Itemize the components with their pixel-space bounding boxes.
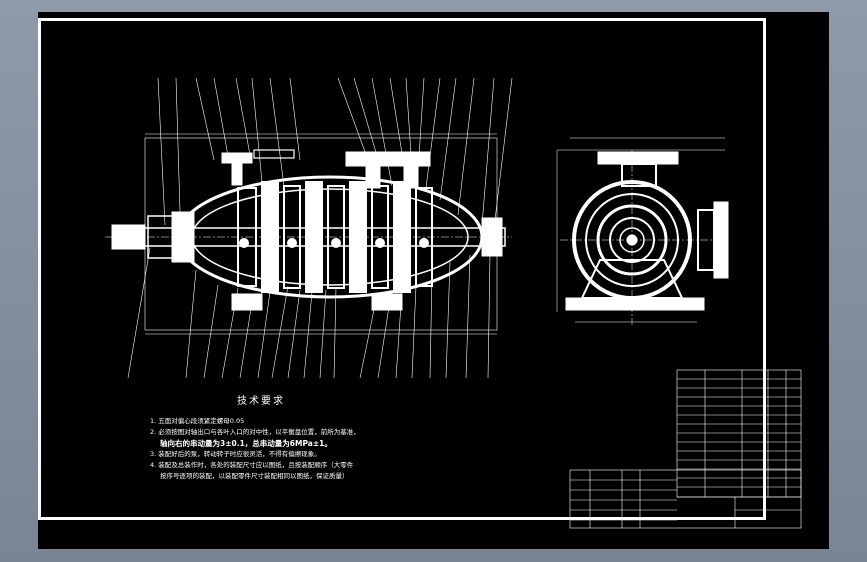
part-leader-lines <box>127 77 513 379</box>
requirement-item: 轴向右的串动量为3±0.1，总串动量为6MPa±1。 <box>160 439 332 448</box>
requirement-item: 4. 装配及总装作时，各处的装配尺寸应以图纸，且按装配顺序（大零件 <box>150 461 354 469</box>
pump-side-view <box>556 137 729 325</box>
drawing-frame <box>38 18 766 520</box>
parts-list-table <box>676 369 802 498</box>
title-block <box>569 469 802 529</box>
technical-requirements-title: 技术要求 <box>237 396 285 407</box>
requirement-item: 3. 装配好后的泵，转动转子时应很灵活，不得有偏擦现象。 <box>150 450 321 458</box>
requirement-item: 2. 必须按图对轴出口与各叶入口的对中性，以平衡盘位置，前所为基准， <box>150 428 360 436</box>
pump-section-view <box>105 133 512 335</box>
technical-requirements-list: 1. 五面对偏心段须紧定螺母0.05 2. 必须按图对轴出口与各叶入口的对中性，… <box>150 416 360 482</box>
requirement-item: 按序号逐项的装配，以装配零件尺寸装配相同以图纸，保证质量） <box>160 472 349 480</box>
requirement-item: 1. 五面对偏心段须紧定螺母0.05 <box>150 417 245 425</box>
